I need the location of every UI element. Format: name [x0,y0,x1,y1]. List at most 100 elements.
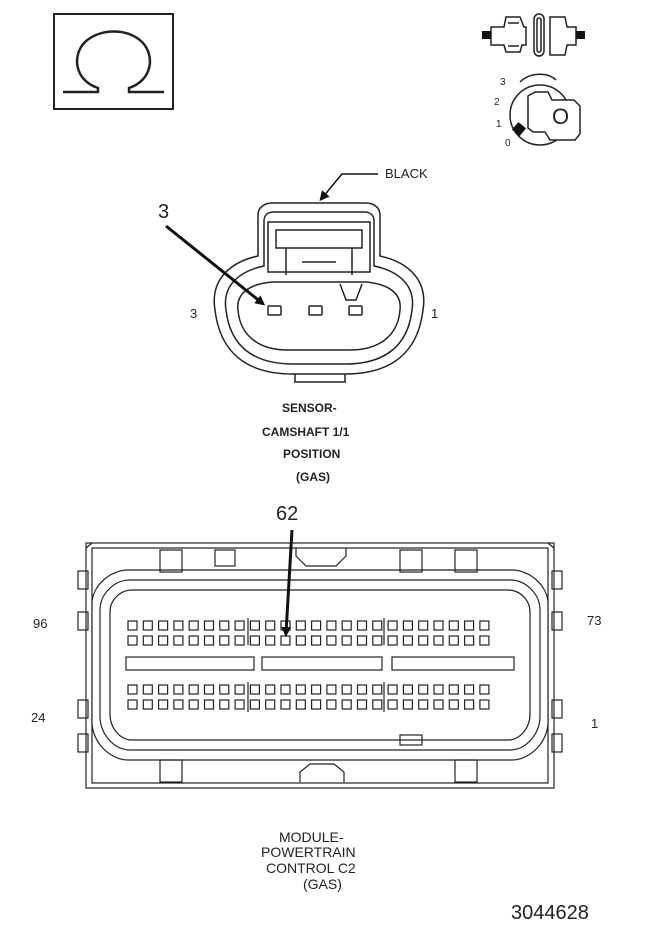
pin-cavity [219,620,230,631]
pin-cavity [127,684,138,695]
key-position-3: 3 [500,77,506,88]
ohm-meter-icon [53,13,174,110]
pin-cavity [418,684,429,695]
pin-cavity [234,684,245,695]
pin-cavity [402,684,413,695]
pin-cavity [158,635,169,646]
key-position-0: 0 [505,138,511,149]
pin-cavity [188,699,199,710]
pin-cavity [188,620,199,631]
pcm-pin-96-label: 96 [33,616,48,631]
pin-cavity [433,620,444,631]
pin-cavity [418,620,429,631]
pin-cavity [234,699,245,710]
pin-cavity [280,684,291,695]
pin-cavity [341,684,352,695]
sensor-pin-left-label: 3 [190,306,198,321]
pin-cavity [387,635,398,646]
pin-cavity [127,699,138,710]
pin-cavity [203,620,215,631]
pcm-title-line-2: POWERTRAIN [261,844,356,860]
pin-cavity [448,699,459,710]
pin-cavity [142,699,153,710]
pin-cavity [341,635,352,646]
pin-cavity [326,620,337,631]
pin-cavity [249,684,260,695]
pin-cavity [142,620,153,631]
pin-cavity [479,684,490,695]
pin-cavity [433,635,444,646]
pin-cavity [295,620,306,631]
pin-cavity [341,620,352,631]
pin-cavity [341,699,352,710]
pin-cavity [265,620,276,631]
pin-cavity [295,699,306,710]
pin-cavity-grid [127,620,490,710]
pcm-pin-24-label: 24 [31,710,46,725]
callout-62-arrow [281,529,294,637]
figure-number: 3044628 [511,902,589,924]
pin-cavity [127,620,138,631]
pin-cavity [203,699,215,710]
pin-cavity [234,635,245,646]
callout-3-label: 3 [158,201,170,223]
wire-color-leader [319,173,378,202]
pin-cavity [402,620,413,631]
pin-cavity [173,699,184,710]
pin-cavity [479,620,490,631]
pcm-title-line-3: CONTROL C2 [266,860,356,876]
pin-cavity [265,635,276,646]
pin-cavity [464,635,475,646]
pin-cavity [464,699,475,710]
pin-cavity [249,699,260,710]
pin-cavity [249,635,260,646]
sensor-title-line-1: SENSOR- [282,401,337,415]
pin-cavity [418,635,429,646]
pin-cavity [173,620,184,631]
pin-cavity [326,684,337,695]
pin-cavity [479,635,490,646]
pcm-connector-drawing [77,542,563,789]
pin-cavity [188,635,199,646]
pcm-pin-73-label: 73 [587,613,602,628]
pin-cavity [356,620,368,631]
ignition-key-off-icon [509,73,581,146]
pin-cavity [372,635,383,646]
pin-cavity [402,699,413,710]
pin-cavity [326,699,337,710]
pin-cavity [326,635,337,646]
pin-cavity [311,684,322,695]
pin-cavity [356,635,368,646]
pin-cavity [418,699,429,710]
pcm-title-line-4: (GAS) [303,876,342,892]
sensor-connector-drawing [213,202,425,383]
pin-cavity [372,620,383,631]
pin-cavity [188,684,199,695]
pcm-pin-1-label: 1 [591,716,599,731]
pin-cavity [356,699,368,710]
pin-cavity [372,699,383,710]
sensor-title-line-2: CAMSHAFT 1/1 [262,425,350,439]
pin-cavity [158,684,169,695]
key-position-2: 2 [494,97,500,108]
callout-62-label: 62 [276,503,299,525]
pin-cavity [142,684,153,695]
sensor-pin-right-label: 1 [431,306,439,321]
pin-cavity [464,620,475,631]
pin-cavity [448,684,459,695]
pin-cavity [265,699,276,710]
callout-3-arrow [165,224,266,306]
pin-cavity [372,684,383,695]
pin-cavity [219,635,230,646]
pin-cavity [173,684,184,695]
pin-cavity [203,684,215,695]
pin-cavity [249,620,260,631]
pin-cavity [295,684,306,695]
pin-cavity [295,635,306,646]
key-letter: O [552,104,570,129]
sensor-title-line-4: (GAS) [296,470,330,484]
pin-cavity [387,620,398,631]
pin-cavity [387,699,398,710]
pin-cavity [433,684,444,695]
